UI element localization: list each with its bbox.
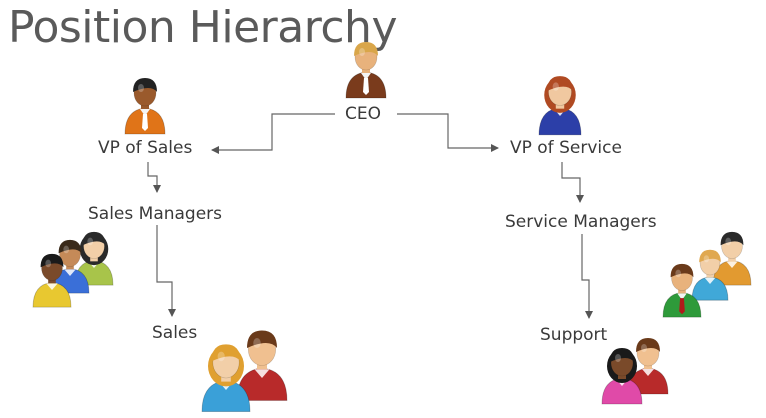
- sales-person-icon: [201, 344, 251, 412]
- connector-managers-support: [581, 234, 593, 319]
- vp-service-person-icon: [538, 76, 582, 136]
- sales-manager-person-icon: [32, 253, 72, 308]
- connector-ceo-vp-sales: [211, 113, 335, 154]
- connector-ceo-vp-service: [397, 113, 499, 152]
- node-vp-of-sales: VP of Sales: [98, 138, 193, 158]
- connector-vp-sales-managers: [147, 162, 161, 193]
- page-title: Position Hierarchy: [8, 2, 397, 53]
- sales-person-icon: [236, 330, 288, 401]
- support-person-icon: [601, 348, 643, 405]
- service-manager-person-icon: [691, 249, 729, 301]
- node-service-managers: Service Managers: [505, 212, 657, 232]
- service-manager-person-icon: [712, 231, 752, 286]
- node-ceo: CEO: [345, 104, 381, 124]
- ceo-person-icon: [345, 42, 387, 99]
- connector-managers-sales: [156, 225, 176, 317]
- vp-sales-person-icon: [124, 78, 166, 135]
- connector-vp-service-managers: [561, 162, 584, 203]
- node-sales-managers: Sales Managers: [88, 204, 223, 224]
- service-manager-person-icon: [662, 263, 702, 318]
- node-support: Support: [540, 325, 608, 345]
- node-sales: Sales: [152, 323, 198, 343]
- node-vp-of-service: VP of Service: [510, 138, 622, 158]
